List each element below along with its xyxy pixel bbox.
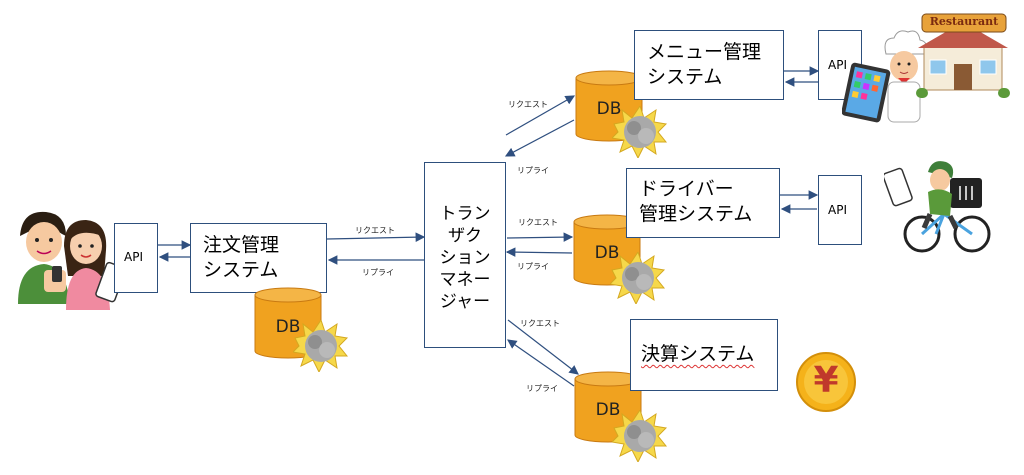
arrow-tm-to-driver-db	[506, 232, 574, 242]
transaction-manager-box: トラン ザク ション マネー ジャー	[424, 162, 506, 348]
label-request-order: リクエスト	[355, 226, 395, 235]
transaction-manager-label: トラン ザク ション マネー ジャー	[439, 204, 491, 312]
settlement-system-label: 決算システム	[641, 342, 754, 367]
driver-system-label: ドライバー 管理システム	[639, 178, 753, 225]
customers-with-smartphone-icon	[18, 211, 124, 310]
broken-db-splash-icon	[612, 410, 668, 462]
label-request-settle: リクエスト	[520, 319, 560, 328]
arrow-driver-db-to-tm	[505, 247, 573, 257]
label-reply-order: リプライ	[362, 268, 394, 277]
broken-db-splash-icon	[612, 106, 668, 158]
yen-coin-icon	[796, 352, 856, 412]
menu-system-box: メニュー管理 システム	[634, 30, 784, 100]
arrow-tm-to-settle-db	[507, 319, 579, 375]
arrow-tm-to-menu-db	[505, 95, 576, 136]
label-request-driver: リクエスト	[518, 218, 558, 227]
customer-api-box: API	[114, 223, 158, 293]
customer-api-label: API	[124, 250, 143, 264]
yen-symbol: ¥	[813, 360, 839, 401]
arrow-menu-db-to-tm	[504, 119, 575, 157]
delivery-rider-icon	[884, 161, 991, 253]
restaurant-building-icon	[916, 13, 1010, 98]
settlement-db-label: DB	[595, 400, 621, 420]
label-reply-driver: リプライ	[517, 262, 549, 271]
arrow-order-to-tm	[326, 232, 426, 242]
menu-system-label: メニュー管理 システム	[647, 41, 762, 88]
label-reply-menu: リプライ	[517, 166, 549, 175]
driver-system-box: ドライバー 管理システム	[626, 168, 780, 238]
order-system-box: 注文管理 システム	[190, 223, 327, 293]
order-system-label: 注文管理 システム	[203, 234, 280, 281]
broken-db-splash-icon	[610, 252, 666, 304]
driver-db-label: DB	[594, 243, 620, 263]
driver-api-box: API	[818, 175, 862, 245]
chef-with-tablet-icon	[842, 30, 927, 123]
menu-db-label: DB	[596, 99, 622, 119]
restaurant-sign-text: Restaurant	[929, 15, 999, 28]
settlement-system-text: 決算システム	[641, 343, 755, 365]
label-request-menu: リクエスト	[508, 100, 548, 109]
order-db-label: DB	[275, 317, 301, 337]
broken-db-splash-icon	[293, 320, 349, 372]
driver-api-label: API	[828, 203, 847, 217]
arrow-settle-db-to-tm	[507, 339, 575, 387]
settlement-system-box: 決算システム	[630, 319, 778, 391]
restaurant-api-label: API	[828, 58, 847, 72]
label-reply-settle: リプライ	[526, 384, 558, 393]
